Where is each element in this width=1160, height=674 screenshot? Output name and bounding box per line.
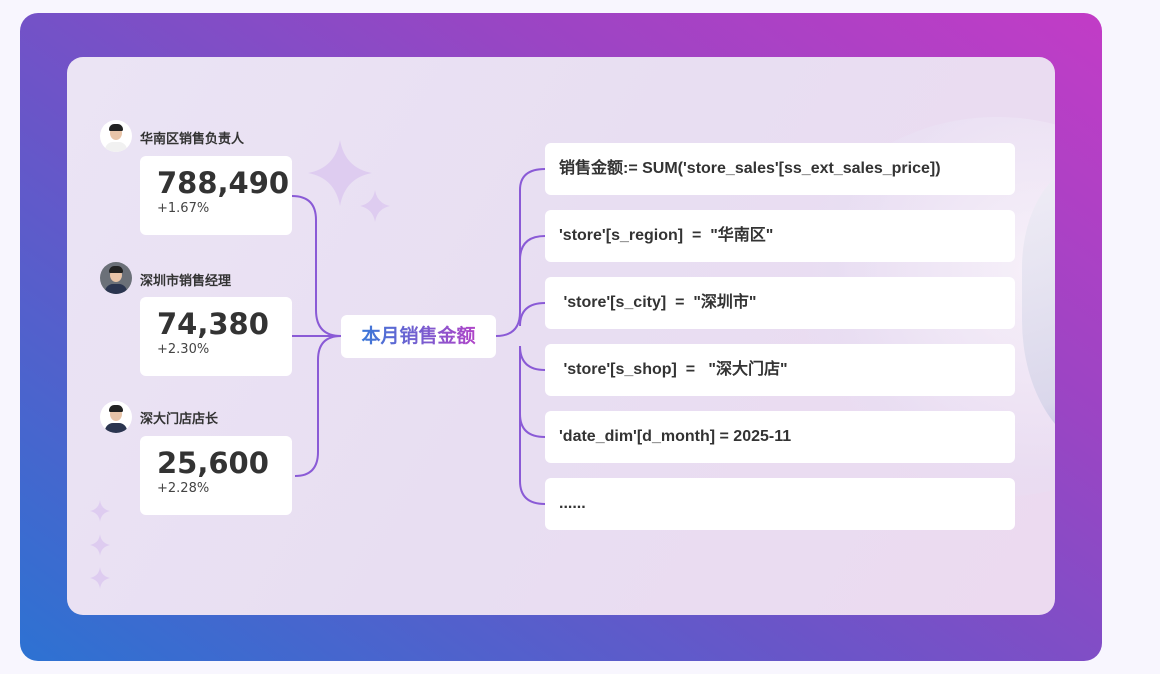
- metric-card: 788,490 +1.67%: [140, 156, 292, 235]
- condition-box: ......: [545, 478, 1015, 530]
- condition-box: 'store'[s_city] = "深圳市": [545, 277, 1015, 329]
- condition-box: 销售金额:= SUM('store_sales'[ss_ext_sales_pr…: [545, 143, 1015, 195]
- metric-value: 788,490: [157, 166, 290, 200]
- avatar: [100, 120, 132, 152]
- sparkle-icon: [308, 140, 372, 206]
- metric-card: 25,600 +2.28%: [140, 436, 292, 515]
- metric-value: 74,380: [157, 307, 269, 341]
- sparkle-icon: [90, 500, 110, 522]
- condition-box: 'date_dim'[d_month] = 2025-11: [545, 411, 1015, 463]
- metric-change: +2.30%: [157, 342, 210, 357]
- manager-title: 深大门店店长: [140, 412, 219, 427]
- center-node: 本月销售金额: [341, 315, 496, 358]
- metric-card: 74,380 +2.30%: [140, 297, 292, 376]
- condition-box: 'store'[s_region] = "华南区": [545, 210, 1015, 262]
- metric-change: +2.28%: [157, 481, 210, 496]
- metric-value: 25,600: [157, 446, 269, 480]
- manager-title: 华南区销售负责人: [140, 132, 245, 147]
- sparkle-icon: [360, 190, 390, 222]
- sparkle-icon: [90, 534, 110, 556]
- condition-box: 'store'[s_shop] = "深大门店": [545, 344, 1015, 396]
- manager-title: 深圳市销售经理: [140, 274, 232, 289]
- avatar: [100, 401, 132, 433]
- center-label: 本月销售金额: [361, 325, 476, 347]
- metric-change: +1.67%: [157, 201, 210, 216]
- sparkle-icon: [90, 567, 110, 589]
- avatar: [100, 262, 132, 294]
